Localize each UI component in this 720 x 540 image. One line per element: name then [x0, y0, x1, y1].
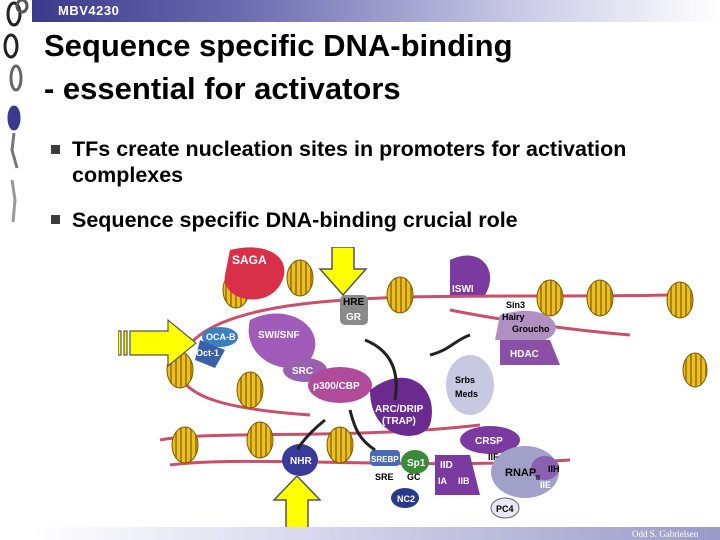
label-oct1: Oct-1: [196, 348, 219, 358]
label-sre: SRE: [375, 472, 394, 482]
pointer-arrow-right: [118, 318, 198, 368]
nucleosome: [667, 282, 693, 318]
bullet-2: Sequence specific DNA-binding crucial ro…: [72, 207, 712, 233]
label-gc: GC: [407, 472, 421, 482]
label-sp1: Sp1: [407, 458, 426, 469]
label-meds: Meds: [455, 389, 478, 399]
nucleosome: [683, 353, 707, 387]
label-p300: p300/CBP: [313, 381, 360, 392]
label-crsp: CRSP: [475, 436, 503, 447]
label-saga: SAGA: [232, 253, 267, 267]
pointer-arrow-down-top: [318, 247, 368, 297]
dna-strand: [160, 295, 670, 465]
label-swi-snf: SWI/SNF: [258, 330, 300, 341]
author-credit: Odd S. Gabrielsen: [632, 529, 698, 539]
label-nc2: NC2: [397, 494, 415, 504]
header-bar: [32, 0, 720, 22]
nucleosome: [327, 427, 353, 463]
nucleosome: [247, 422, 273, 458]
bullet-marker-2: [51, 215, 60, 224]
srbs-meds-complex: [446, 355, 494, 415]
bullet-1: TFs create nucleation sites in promoters…: [72, 136, 712, 188]
nucleosome: [287, 260, 313, 296]
label-hdac: HDAC: [510, 349, 539, 360]
label-ia: IA: [438, 476, 448, 486]
decorative-chain: [0, 0, 48, 250]
label-arc-drip: ARC/DRIP: [375, 404, 424, 415]
label-iib: IIB: [458, 476, 470, 486]
activator-complexes-figure: SAGA ISWI HRE GR SWI/SNF OCA-B Oct-1 Sin…: [150, 240, 715, 530]
label-iie: IIE: [540, 480, 551, 490]
nucleosome: [237, 372, 263, 408]
nucleosome: [172, 427, 198, 463]
label-hre: HRE: [343, 297, 364, 308]
label-nhr: NHR: [290, 456, 312, 467]
label-iid: IID: [440, 460, 453, 471]
label-src: SRC: [292, 366, 313, 377]
course-code: MBV4230: [58, 3, 119, 18]
slide-title-line-1: Sequence specific DNA-binding: [44, 28, 513, 64]
label-iswi: ISWI: [452, 284, 474, 295]
label-sin3: Sin3: [506, 300, 525, 310]
label-iih: IIH: [548, 464, 560, 474]
label-srbs: Srbs: [455, 375, 475, 385]
bullet-marker-1: [51, 145, 60, 154]
label-rnap: RNAP: [505, 467, 536, 479]
nucleosome: [587, 280, 613, 316]
label-srebp: SREBP: [371, 455, 399, 464]
label-groucho: Groucho: [512, 324, 550, 334]
label-trap: (TRAP): [382, 416, 416, 427]
nucleosome: [387, 277, 413, 313]
label-pc4: PC4: [496, 504, 514, 514]
slide-title-line-2: - essential for activators: [44, 71, 401, 107]
nucleosome: [537, 280, 563, 316]
label-oca-b: OCA-B: [206, 332, 236, 342]
label-hairy: Hairy: [502, 312, 525, 322]
label-gr: GR: [346, 312, 362, 323]
footer-bar: [32, 527, 720, 540]
label-iif: IIF: [488, 452, 499, 462]
